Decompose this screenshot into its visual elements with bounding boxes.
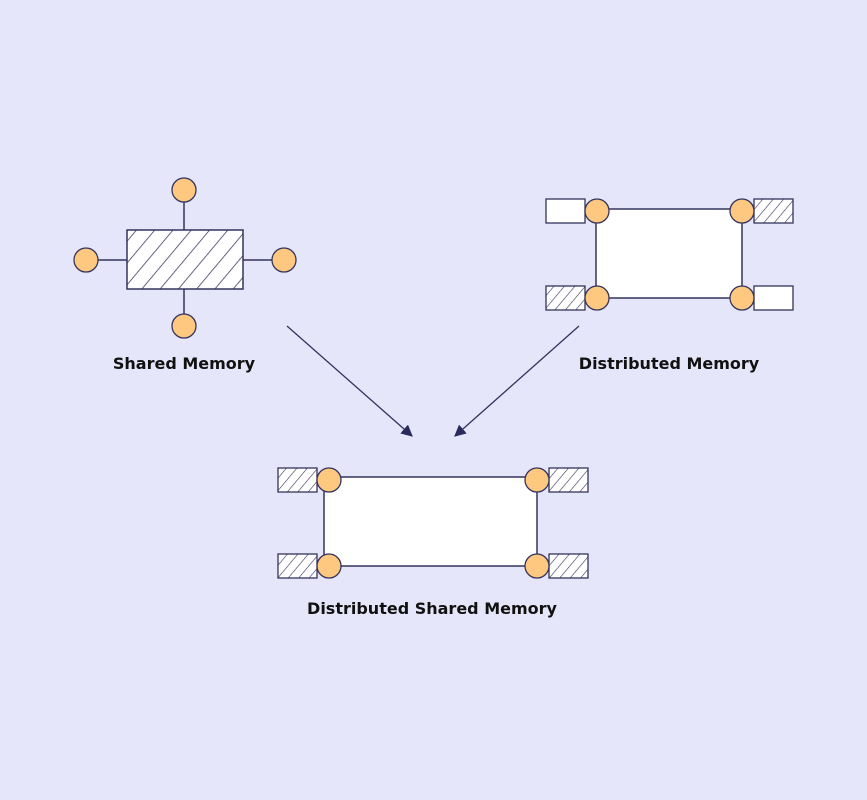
- local-memory: [753, 285, 794, 311]
- processor-circle: [316, 467, 342, 493]
- processor-circle: [171, 177, 197, 203]
- shared-memory-label: Shared Memory: [113, 354, 256, 373]
- distributed-shared-memory-node: Distributed Shared Memory: [277, 467, 589, 618]
- distributed-memory-label: Distributed Memory: [579, 354, 760, 373]
- shared-memory-segment: [277, 467, 318, 493]
- processor-circle: [271, 247, 297, 273]
- shared-memory-block: [126, 229, 244, 290]
- interconnect-box: [323, 476, 538, 567]
- processor-circle: [73, 247, 99, 273]
- interconnect-box: [595, 208, 743, 299]
- shared-memory-segment: [548, 467, 589, 493]
- shared-memory-segment: [277, 553, 318, 579]
- processor-circle: [729, 285, 755, 311]
- processor-circle: [584, 285, 610, 311]
- processor-circle: [729, 198, 755, 224]
- shared-memory-node: Shared Memory: [73, 177, 297, 373]
- processor-circle: [524, 467, 550, 493]
- distributed-shared-memory-label: Distributed Shared Memory: [307, 599, 557, 618]
- local-memory: [545, 198, 586, 224]
- arrow-shared-to-dsm: [286, 325, 413, 437]
- processor-circle: [524, 553, 550, 579]
- shared-memory-segment: [548, 553, 589, 579]
- distributed-memory-node: Distributed Memory: [545, 198, 794, 373]
- local-memory: [545, 285, 586, 311]
- processor-circle: [316, 553, 342, 579]
- local-memory: [753, 198, 794, 224]
- arrow-distributed-to-dsm: [454, 325, 580, 437]
- processor-circle: [584, 198, 610, 224]
- processor-circle: [171, 313, 197, 339]
